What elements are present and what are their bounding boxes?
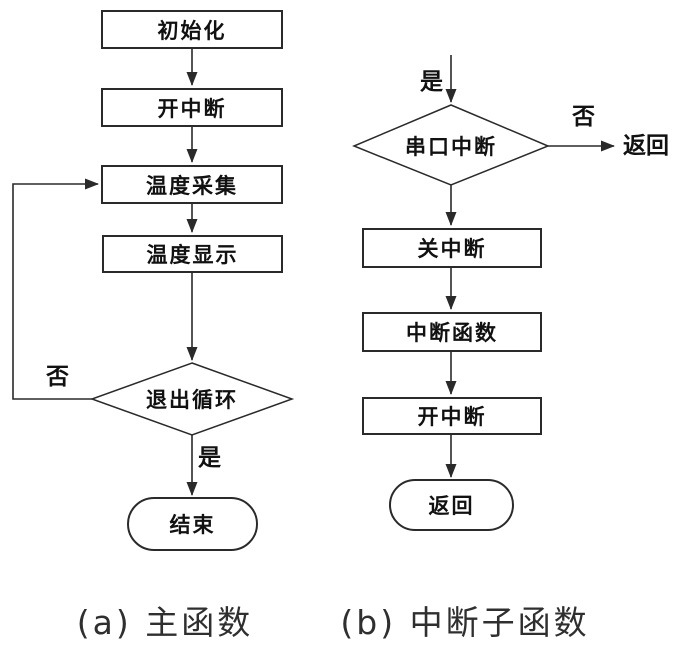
caption-interrupt-subfunction: (b) 中断子函数: [340, 603, 590, 642]
node-open-interrupt-main: 开中断: [101, 88, 283, 127]
node-exit-loop-label: 退出循环: [146, 388, 238, 412]
loop-back-line: [12, 178, 99, 400]
edge-label-yes-right: 是: [420, 69, 443, 95]
node-init: 初始化: [101, 10, 283, 49]
caption-main-function: (a) 主函数: [76, 603, 254, 642]
edge-label-no-left: 否: [46, 364, 69, 390]
edge-label-return-branch: 返回: [623, 133, 669, 159]
node-close-interrupt: 关中断: [362, 228, 542, 268]
edge-label-no-right: 否: [572, 104, 595, 130]
node-open-interrupt-sub: 开中断: [362, 397, 542, 435]
node-end: 结束: [127, 497, 258, 551]
node-serial-interrupt-label: 串口中断: [405, 135, 497, 159]
node-interrupt-func: 中断函数: [362, 312, 542, 352]
node-temp-collect: 温度采集: [101, 165, 283, 204]
edge-label-yes-left: 是: [198, 445, 221, 471]
node-return: 返回: [389, 479, 514, 531]
node-temp-display: 温度显示: [102, 235, 283, 273]
